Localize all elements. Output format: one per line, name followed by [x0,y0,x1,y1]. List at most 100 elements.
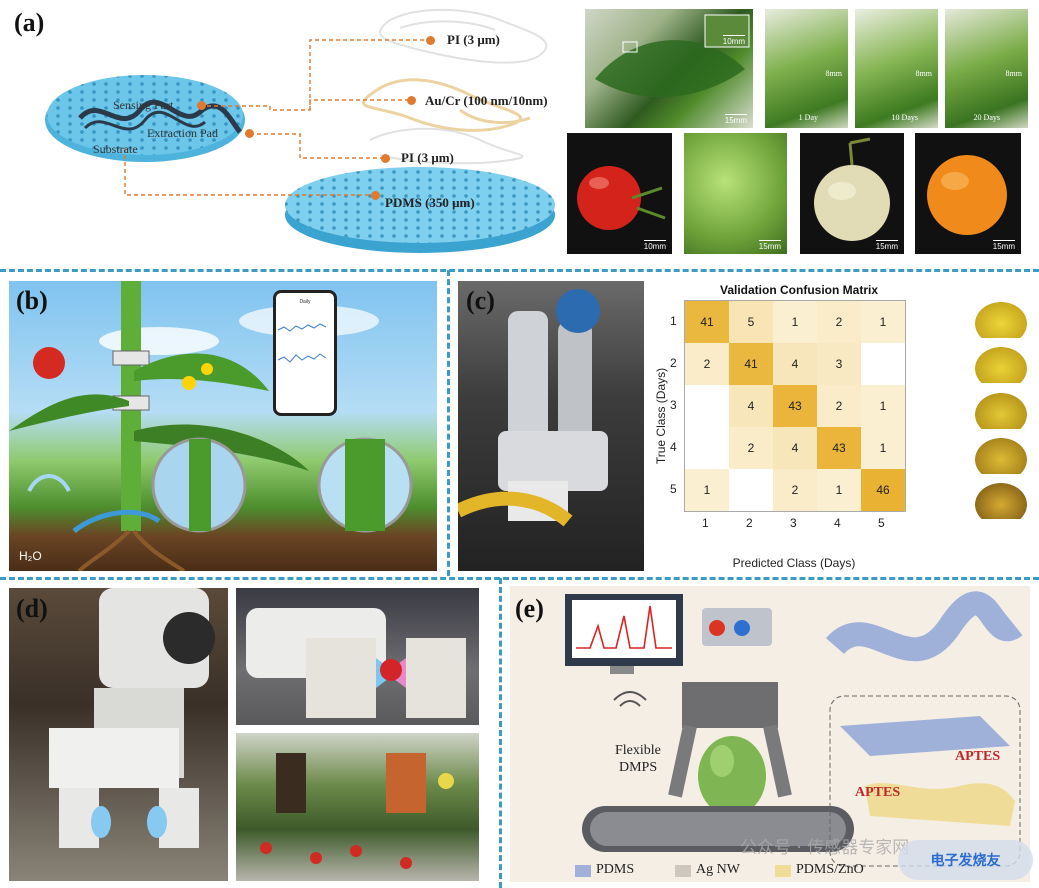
banana-row-4 [975,438,1027,474]
y-tick-4: 4 [670,440,677,454]
leaf-day1-label: 1 Day [798,113,818,122]
legend-swatch-pdms-zno [775,865,791,877]
device-label-dmps: DMPS [619,760,658,775]
dot-au-cr [407,96,416,105]
aptes-label-2: APTES [855,785,901,800]
legend-label-agnw: Ag NW [696,862,740,877]
y-tick-5: 5 [670,482,677,496]
leaf-photo-day1: 8mm 1 Day [765,9,848,128]
dot-pdms [371,191,380,200]
strawberry-grip-photo [236,588,479,725]
layer-label-pi-top: PI (3 μm) [447,32,500,47]
x-tick-1: 1 [702,516,709,530]
confusion-cell-4-5: 1 [861,427,905,469]
confusion-cell-2-3: 4 [773,343,817,385]
panel-label-d: (d) [16,594,48,623]
leaf-day1-scale: 8mm [825,69,842,78]
fruit-melon-scale: 15mm [875,240,898,251]
layer-label-pdms: PDMS (350 μm) [385,195,475,210]
confusion-cell-2-4: 3 [817,343,861,385]
x-tick-5: 5 [878,516,885,530]
fruit-orange-scale: 15mm [992,240,1015,251]
aptes-label-1: APTES [955,749,1001,764]
legend-label-pdms-zno: PDMS/ZnO [796,862,864,877]
banana-row-1 [975,302,1027,338]
dot-sensing [197,101,206,110]
confusion-cell-2-1: 2 [685,343,729,385]
fruit-photo-bitter-gourd: 15mm [684,133,787,254]
dot-pi-top [426,36,435,45]
legend-swatch-pdms [575,865,591,877]
confusion-cell-5-4: 1 [817,469,861,511]
confusion-cell-3-1 [685,385,729,427]
confusion-matrix-title: Validation Confusion Matrix [719,283,878,297]
divider-bc [447,270,450,576]
y-tick-3: 3 [670,398,677,412]
panel-label-e: (e) [515,594,544,623]
leaf-photo-main: 10mm 15mm [585,9,753,128]
confusion-cell-4-1 [685,427,729,469]
strawberry-plants-photo [236,733,479,881]
sensor-layer-diagram [45,8,555,253]
panel-label-a: (a) [14,8,45,37]
part-label-extraction: Extraction Pad [147,126,218,140]
confusion-cell-4-3: 4 [773,427,817,469]
watermark-text: 公众号 · 传感器专家网 [740,838,910,858]
divider-de [499,578,502,888]
leaf-main-scale: 15mm [724,114,747,125]
confusion-cell-5-5: 46 [861,469,905,511]
panel-label-b: (b) [16,286,48,315]
leaf-day20-scale: 8mm [1005,69,1022,78]
leaf-day10-label: 10 Days [891,113,918,122]
robot-gripper-photo [9,588,228,881]
y-tick-1: 1 [670,314,677,328]
confusion-cell-3-5: 1 [861,385,905,427]
divider-top [0,269,1039,272]
confusion-cell-1-3: 1 [773,301,817,343]
banana-row-2 [975,347,1027,383]
confusion-cell-1-4: 2 [817,301,861,343]
confusion-cell-5-1: 1 [685,469,729,511]
x-tick-4: 4 [834,516,841,530]
layer-label-au-cr: Au/Cr (100 nm/10nm) [425,93,548,108]
plant-illustration: Daily H₂O [9,281,437,571]
phone-title: Daily [299,299,311,305]
robot-arm-photo [458,281,644,571]
fruit-gourd-scale: 15mm [758,240,781,251]
y-tick-2: 2 [670,356,677,370]
panel-label-c: (c) [466,286,495,315]
part-label-sensing: Sensing Part [113,98,174,112]
fruit-tomato-scale: 10mm [643,240,666,251]
confusion-cell-3-3: 43 [773,385,817,427]
dot-extraction [245,129,254,138]
confusion-cell-5-2 [729,469,773,511]
confusion-cell-3-2: 4 [729,385,773,427]
legend-swatch-agnw [675,865,691,877]
x-tick-3: 3 [790,516,797,530]
confusion-cell-1-2: 5 [729,301,773,343]
legend-label-pdms: PDMS [596,862,635,877]
leaf-photo-day20: 8mm 20 Days [945,9,1028,128]
confusion-cell-4-4: 43 [817,427,861,469]
leaf-day10-scale: 8mm [915,69,932,78]
fruit-photo-melon: 15mm [800,133,904,254]
dmps-schematic [510,586,1030,882]
confusion-cell-1-1: 41 [685,301,729,343]
confusion-matrix-ylabel: True Class (Days) [654,367,668,465]
smartphone-monitor: Daily [273,290,337,416]
fruit-photo-tomato: 10mm [567,133,672,254]
banana-row-3 [975,393,1027,429]
confusion-cell-1-5: 1 [861,301,905,343]
x-tick-2: 2 [746,516,753,530]
leaf-day20-label: 20 Days [973,113,1000,122]
confusion-cell-5-3: 2 [773,469,817,511]
part-label-substrate: Substrate [93,142,138,156]
confusion-cell-2-2: 41 [729,343,773,385]
device-label-flexible: Flexible [615,743,661,758]
fruit-photo-orange: 15mm [915,133,1021,254]
leaf-photo-day10: 8mm 10 Days [855,9,938,128]
water-label: H₂O [19,549,42,563]
leaf-inset-scale: 10mm [722,35,745,46]
divider-middle [0,577,1039,580]
confusion-matrix-xlabel: Predicted Class (Days) [732,556,856,570]
